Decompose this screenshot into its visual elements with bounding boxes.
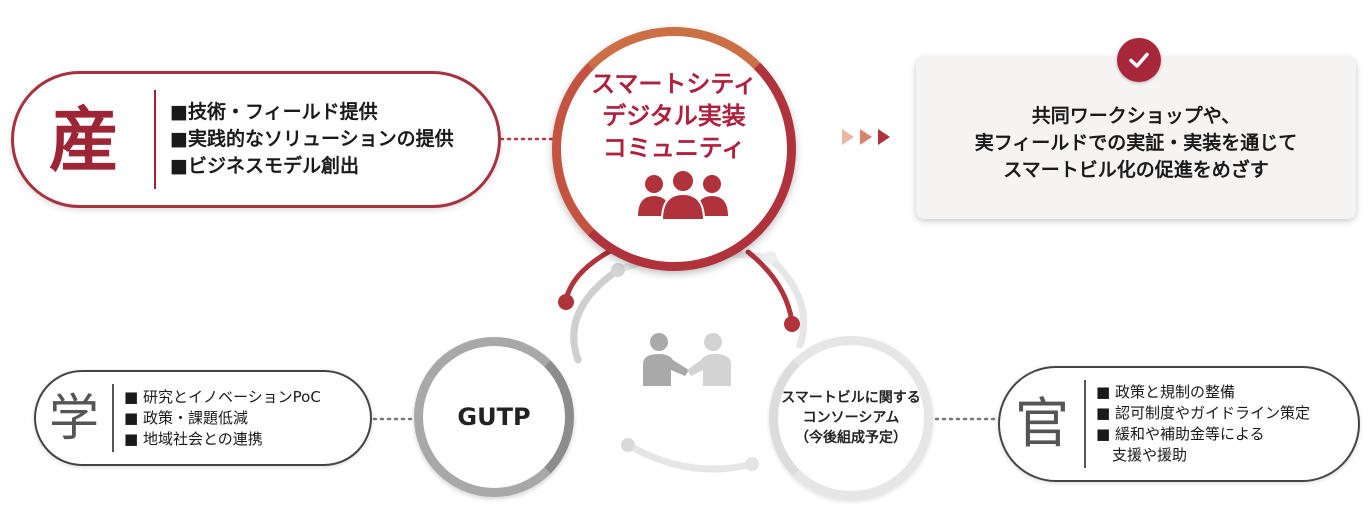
industry-items: ■技術・フィールド提供 ■実践的なソリューションの提供 ■ビジネスモデル創出 (156, 99, 454, 180)
knob-gray-bottom-left (621, 438, 635, 452)
check-circle-icon (1117, 38, 1161, 82)
consortium-circle: スマートビルに関する コンソーシアム （今後組成予定） (769, 336, 933, 500)
knob-gray-top-left (611, 263, 625, 277)
consortium-line: （今後組成予定） (795, 430, 907, 446)
goal-card: 共同ワークショップや、 実フィールドでの実証・実装を通じて スマートビル化の促進… (916, 57, 1356, 219)
academia-item: ■ 政策・課題低減 (124, 408, 248, 427)
community-circle: スマートシティ デジタル実装 コミュニティ (552, 27, 796, 271)
industry-item: ■ビジネスモデル創出 (170, 155, 359, 177)
government-item: ■ 緩和や補助金等による (1096, 425, 1265, 443)
community-title-line: コミュニティ (602, 134, 746, 162)
community-title: スマートシティ デジタル実装 コミュニティ (561, 68, 787, 164)
ring-arc-left (570, 266, 622, 364)
academia-item: ■ 地域社会との連携 (124, 429, 263, 448)
industry-item: ■技術・フィールド提供 (170, 101, 378, 123)
government-pill: 官 ■ 政策と規制の整備 ■ 認可制度やガイドライン策定 ■ 緩和や補助金等によ… (998, 366, 1360, 482)
academia-pill: 学 ■ 研究とイノベーションPoC ■ 政策・課題低減 ■ 地域社会との連携 (34, 370, 372, 466)
community-title-line: デジタル実装 (602, 102, 746, 130)
gutp-circle: GUTP (414, 337, 574, 497)
triple-arrow-icon (842, 129, 890, 145)
ring-arc-bottom (624, 441, 756, 473)
knob-red-right (784, 316, 800, 332)
goal-line: 実フィールドでの実証・実装を通じて (974, 132, 1298, 154)
government-item: ■ 政策と規制の整備 (1096, 383, 1235, 401)
government-divider (1084, 380, 1086, 468)
handshake-icon (643, 333, 731, 386)
industry-kanji: 産 (49, 98, 119, 181)
goal-line: 共同ワークショップや、 (1031, 105, 1241, 127)
government-item: ■ 認可制度やガイドライン策定 (1096, 404, 1310, 422)
gutp-label: GUTP (457, 403, 531, 431)
academia-items: ■ 研究とイノベーションPoC ■ 政策・課題低減 ■ 地域社会との連携 (114, 387, 321, 450)
consortium-text: スマートビルに関する コンソーシアム （今後組成予定） (781, 388, 921, 448)
consortium-line: コンソーシアム (802, 410, 900, 426)
knob-red-left (558, 294, 574, 310)
industry-divider (154, 90, 156, 189)
red-arm-right (745, 249, 795, 325)
industry-item: ■実践的なソリューションの提供 (170, 128, 454, 150)
goal-text: 共同ワークショップや、 実フィールドでの実証・実装を通じて スマートビル化の促進… (916, 103, 1356, 184)
ring-arc-right (766, 254, 808, 349)
community-title-line: スマートシティ (591, 70, 757, 98)
academia-divider (112, 384, 114, 452)
government-item: 支援や援助 (1112, 446, 1188, 464)
check-mark-icon (1129, 52, 1149, 68)
industry-pill: 産 ■技術・フィールド提供 ■実践的なソリューションの提供 ■ビジネスモデル創出 (11, 71, 501, 208)
government-items: ■ 政策と規制の整備 ■ 認可制度やガイドライン策定 ■ 緩和や補助金等による … (1086, 382, 1310, 466)
goal-line: スマートビル化の促進をめざす (1003, 159, 1269, 181)
consortium-line: スマートビルに関する (781, 390, 921, 406)
people-group-icon (638, 170, 728, 220)
government-kanji: 官 (1015, 392, 1069, 455)
knob-gray-top-right (763, 251, 777, 265)
knob-gray-bottom-right (745, 457, 759, 471)
academia-kanji: 学 (49, 389, 99, 447)
academia-item: ■ 研究とイノベーションPoC (124, 387, 321, 406)
